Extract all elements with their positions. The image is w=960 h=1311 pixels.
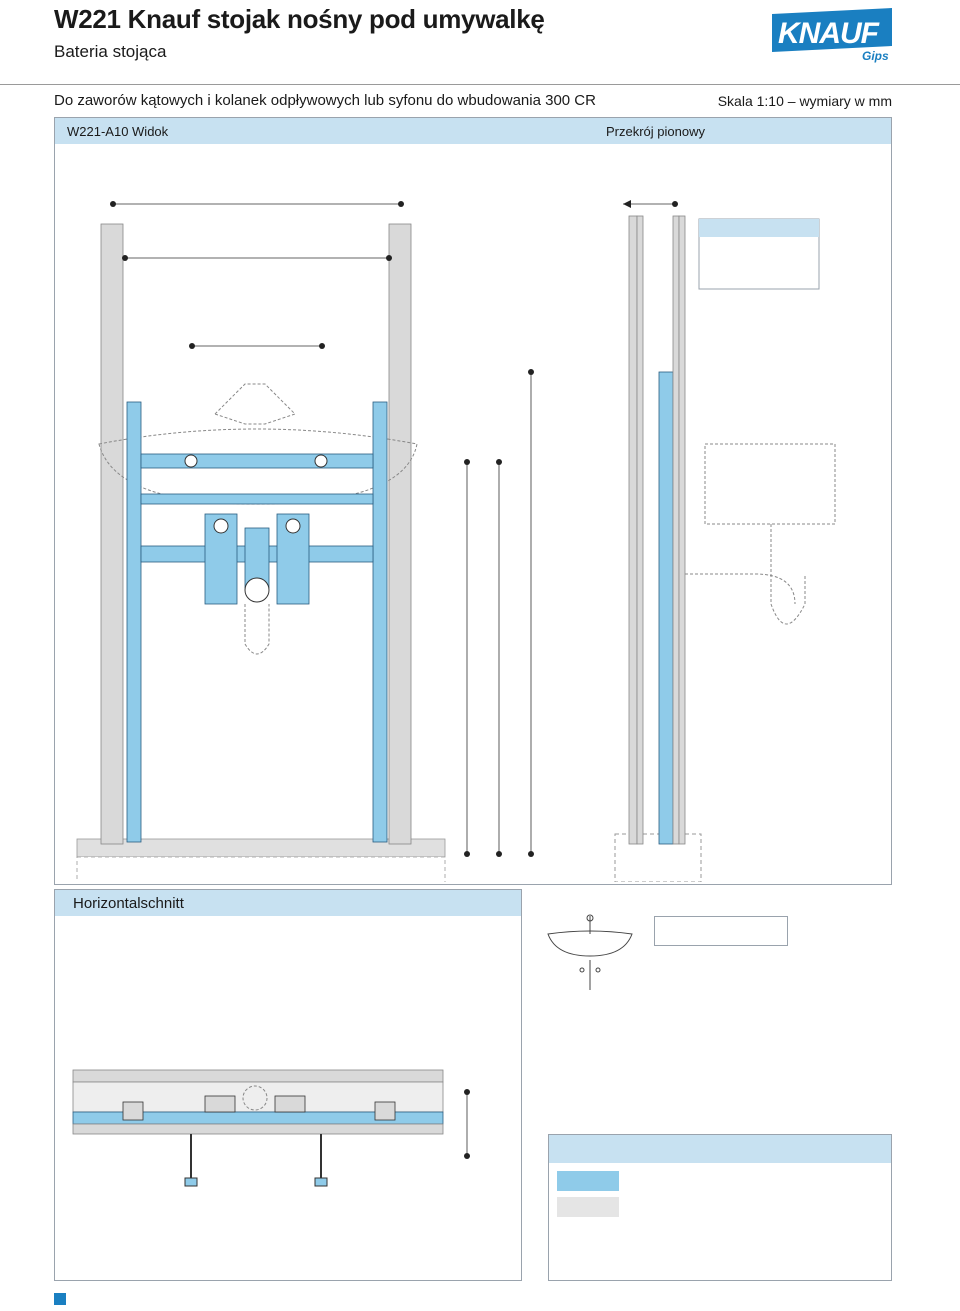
legend-swatch-blue [557, 1171, 619, 1191]
basin-plan-icon [547, 914, 633, 990]
crossbar-top [140, 453, 374, 469]
legend-header [549, 1135, 891, 1163]
horizontal-section-label: Horizontalschnitt [73, 895, 184, 912]
elevation-panel-header: W221-A10 Widok Przekrój pionowy [55, 118, 891, 144]
board-right [388, 223, 412, 845]
frame-post-left [126, 401, 142, 843]
horizontal-section-panel: Horizontalschnitt [54, 889, 522, 1281]
page-title: W221 Knauf stojak nośny pod umywalkę [54, 4, 545, 34]
legend-swatch-gray [557, 1197, 619, 1217]
horizontal-section-drawing [72, 1069, 470, 1187]
footer-marker [54, 1293, 66, 1305]
section-label: Przekrój pionowy [606, 124, 705, 139]
frame-post-right [372, 401, 388, 843]
knauf-logo: KNAUF Gips [772, 8, 892, 63]
board-left [100, 223, 124, 845]
legend-panel [548, 1134, 892, 1281]
page-subtitle: Bateria stojąca [54, 42, 167, 61]
svg-text:Gips: Gips [862, 49, 889, 63]
drawing-description: Do zaworów kątowych i kolanek odpływowyc… [54, 92, 596, 109]
view-label: W221-A10 Widok [67, 124, 169, 139]
scale-note: Skala 1:10 – wymiary w mm [717, 93, 892, 109]
label-box [654, 916, 788, 946]
elevation-drawing [76, 200, 836, 882]
horizontal-section-header: Horizontalschnitt [55, 890, 521, 916]
svg-text:KNAUF: KNAUF [778, 17, 880, 50]
floor-left [76, 838, 446, 882]
header-divider [0, 84, 960, 85]
crossbar-mid [140, 493, 374, 505]
elevation-panel: W221-A10 Widok Przekrój pionowy [54, 117, 892, 885]
